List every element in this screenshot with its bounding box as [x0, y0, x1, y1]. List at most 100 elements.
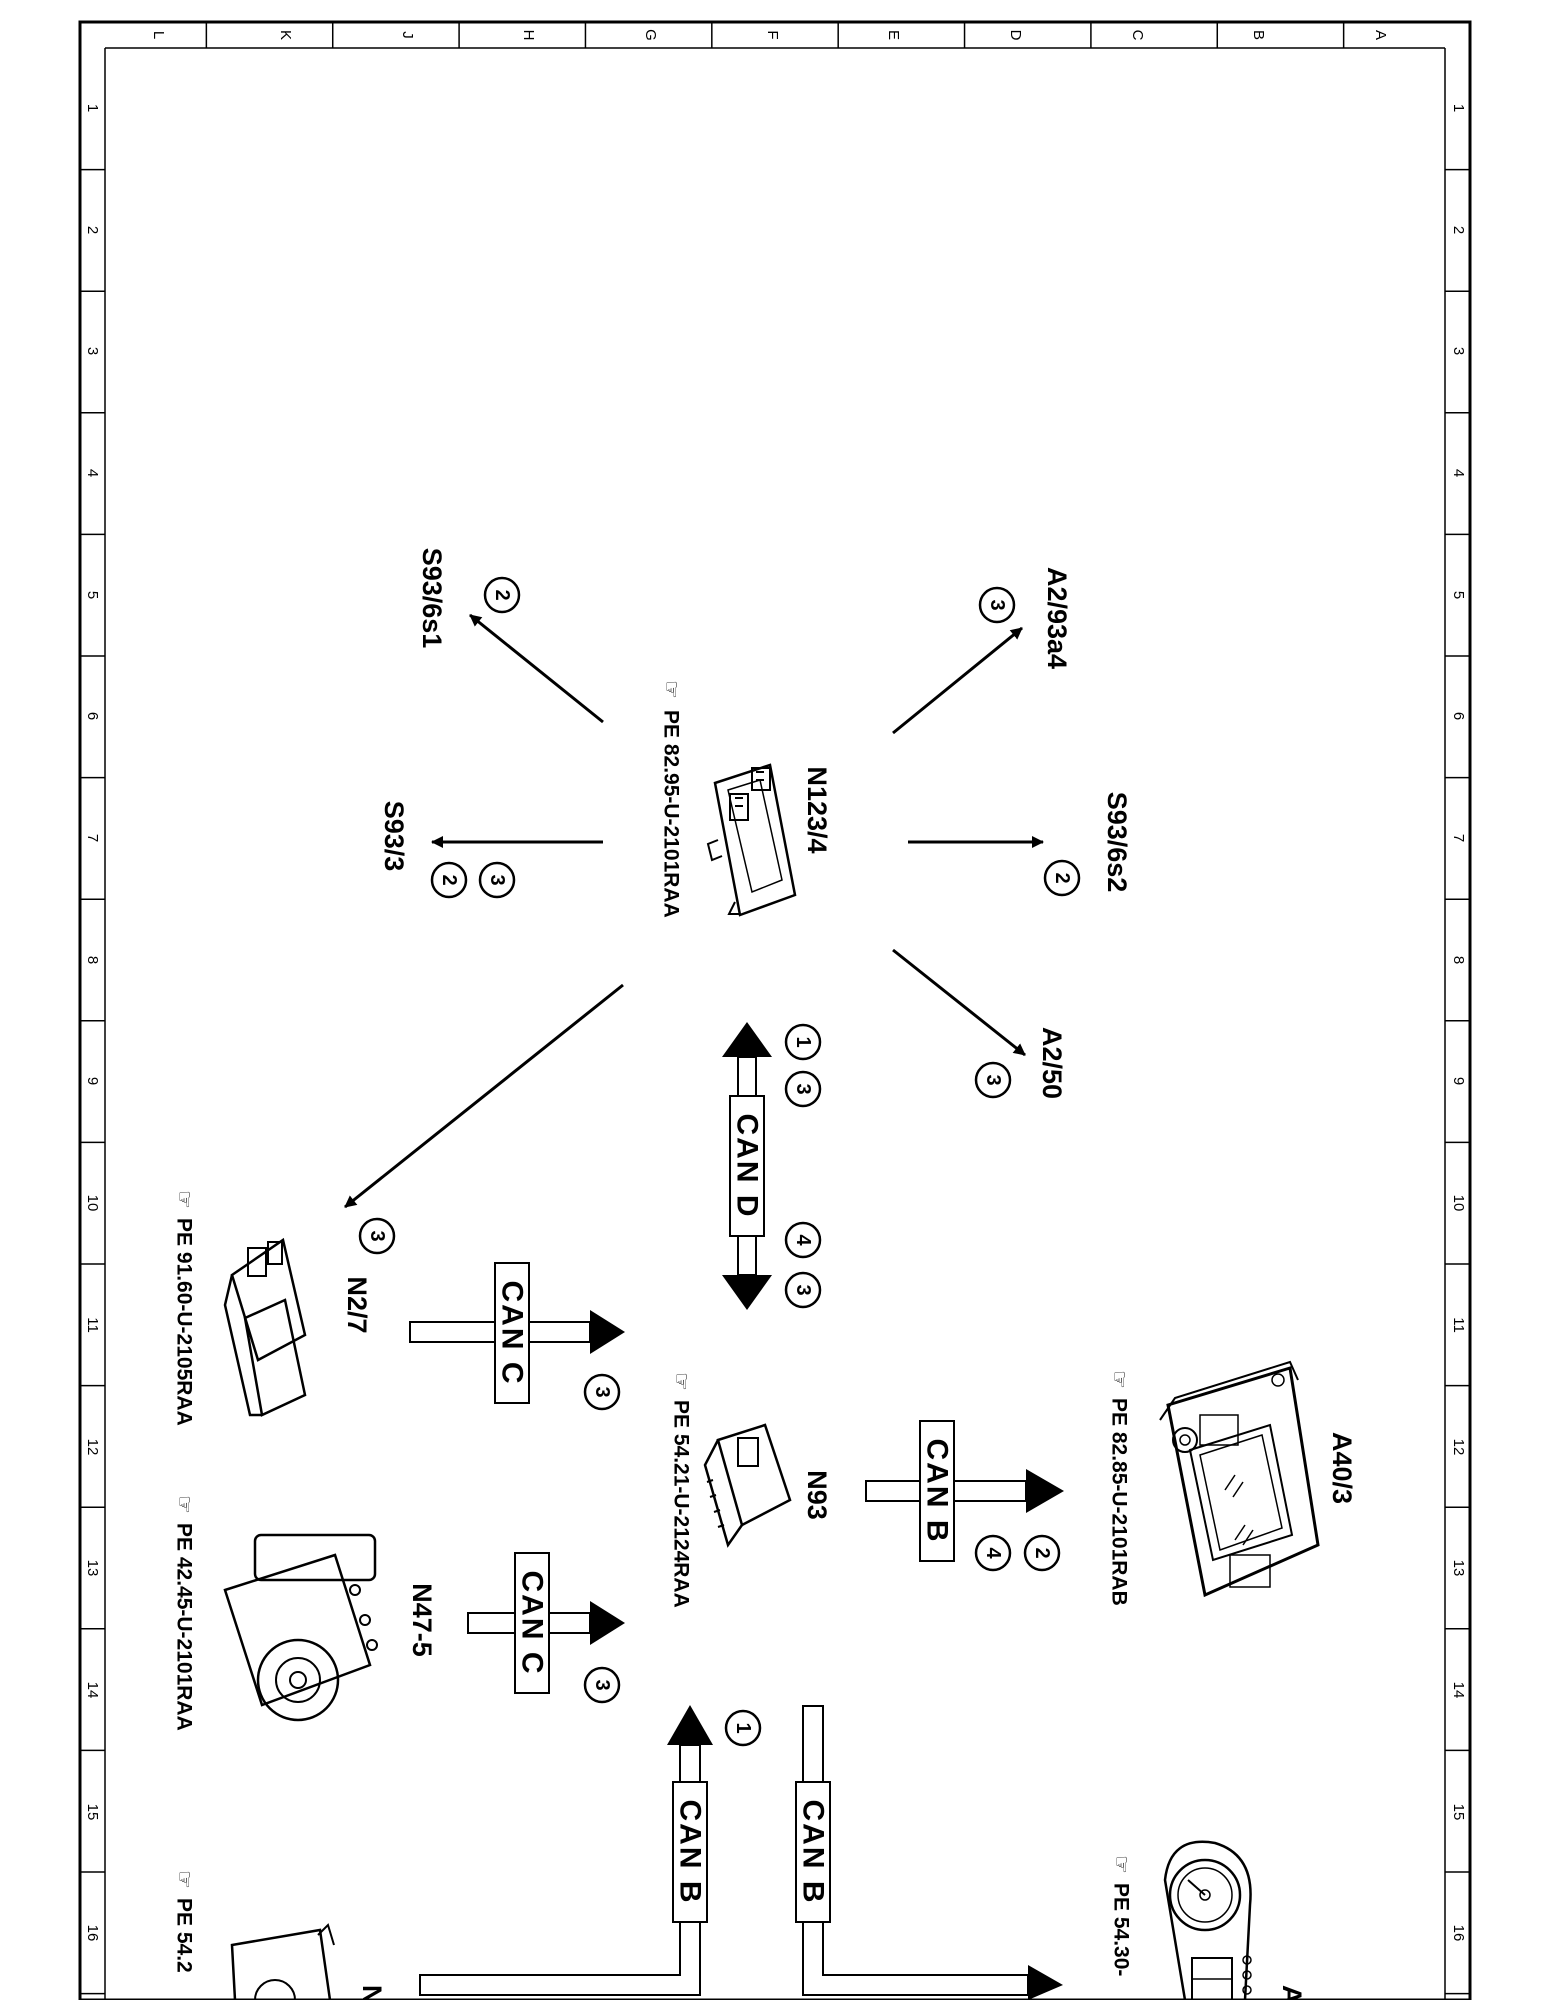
module-icon	[223, 1533, 378, 1722]
column-label: D	[1007, 30, 1024, 41]
row-label: 3	[84, 347, 101, 355]
n47-5-label: N47-5	[407, 1583, 437, 1657]
svg-text:2: 2	[491, 589, 513, 600]
pe-reference-a40-3: PE 82.85-U-2101RAB	[1107, 1398, 1130, 1606]
callout-can-d-bot-1: 4	[784, 1221, 822, 1259]
arrow-to-a2-93a4	[892, 626, 1023, 735]
callout-can-d-bot-2: 3	[784, 1271, 822, 1309]
row-label: 9	[84, 1077, 101, 1085]
a40-3-label: A40/3	[1327, 1432, 1357, 1504]
row-label: 8	[1450, 956, 1467, 964]
can-d-label: CAN D	[731, 1114, 764, 1219]
a40-3-module: A40/3 ☞ PE 82.85-U-2101RAB	[1107, 1360, 1357, 1606]
callout-can-c-top: 3	[583, 1373, 621, 1411]
can-b-label-left: CAN B	[674, 1800, 707, 1905]
can-d-bus: CAN D	[722, 1022, 772, 1310]
column-label: H	[520, 30, 537, 41]
row-label: 10	[84, 1195, 101, 1212]
can-b-label-a40: CAN B	[921, 1439, 954, 1544]
svg-text:4: 4	[982, 1547, 1004, 1559]
row-label: 7	[84, 834, 101, 842]
arrow-to-s93-6s1	[469, 613, 604, 724]
target-a2-93a4: A2/93a4	[1042, 567, 1072, 669]
can-c-label-top: CAN C	[496, 1281, 529, 1386]
row-label: 15	[1450, 1804, 1467, 1821]
callout-can-c-bottom: 3	[583, 1666, 621, 1704]
callout-s93-6s2: 2	[1043, 859, 1081, 897]
callout-a2-93a4: 3	[978, 586, 1016, 624]
pe-reference-a1: PE 54.30-	[1109, 1883, 1132, 1976]
row-label: 16	[1450, 1925, 1467, 1942]
target-a2-50: A2/50	[1037, 1027, 1067, 1099]
svg-text:3: 3	[486, 874, 508, 885]
row-label: 12	[1450, 1439, 1467, 1456]
svg-text:3: 3	[366, 1230, 388, 1241]
n7-module: N7 ☞ PE 54.2	[172, 1870, 387, 2000]
svg-text:3: 3	[591, 1679, 613, 1690]
row-labels-right: 1 2 3 4 5 6 7 8 9 10 11 12 13 14 15 16	[1450, 104, 1467, 1942]
target-s93-3: S93/3	[379, 801, 409, 872]
row-label: 7	[1450, 834, 1467, 842]
column-label: E	[885, 30, 902, 40]
row-label: 5	[84, 591, 101, 599]
svg-text:4: 4	[792, 1234, 814, 1246]
callout-can-b-a40-2: 4	[974, 1534, 1012, 1572]
pe-reference-n123-4: PE 82.95-U-2101RAA	[659, 710, 682, 918]
target-s93-6s2: S93/6s2	[1102, 792, 1132, 893]
module-icon	[1163, 1840, 1252, 2000]
svg-text:3: 3	[792, 1083, 814, 1094]
arrow-to-n2-7	[344, 983, 624, 1209]
callouts: 3 2 2 3 2 3 3 1 3 4 3 3 3 2 4 1	[358, 576, 1081, 1747]
pe-reference-n7: PE 54.2	[172, 1898, 195, 1973]
callout-can-d-top-1: 1	[784, 1023, 822, 1061]
row-label: 2	[1450, 226, 1467, 234]
callout-can-b-left: 1	[724, 1709, 762, 1747]
row-label: 3	[1450, 347, 1467, 355]
callout-can-d-top-2: 3	[784, 1070, 822, 1108]
row-label: 2	[84, 226, 101, 234]
column-label: G	[642, 29, 659, 41]
module-icon	[706, 763, 797, 917]
manual-reference-icon: ☞	[659, 680, 682, 699]
row-label: 10	[1450, 1195, 1467, 1212]
n7-label: N7	[357, 1985, 387, 2000]
row-label: 1	[1450, 104, 1467, 112]
row-label: 16	[84, 1925, 101, 1942]
pe-reference-n93: PE 54.21-U-2124RAA	[669, 1400, 692, 1608]
column-label: L	[150, 31, 167, 39]
row-label: 9	[1450, 1077, 1467, 1085]
manual-reference-icon: ☞	[1109, 1855, 1132, 1874]
row-label: 14	[84, 1682, 101, 1699]
column-label: A	[1372, 30, 1389, 40]
can-b-label-right: CAN B	[797, 1800, 830, 1905]
hub-connections	[344, 613, 1044, 1209]
n93-module: N93 ☞ PE 54.21-U-2124RAA	[669, 1372, 831, 1608]
svg-text:3: 3	[792, 1284, 814, 1295]
a1-module: A1 ☞ PE 54.30-	[1109, 1840, 1307, 2000]
callout-s93-3-b: 2	[430, 861, 468, 899]
row-label: 15	[84, 1804, 101, 1821]
svg-text:2: 2	[1051, 872, 1073, 883]
row-label: 11	[1450, 1317, 1467, 1333]
can-b-bus-a40: CAN B	[865, 1420, 1064, 1562]
row-label: 13	[1450, 1560, 1467, 1577]
can-c-bus-bottom: CAN C	[467, 1552, 625, 1694]
n123-4-module: N123/4 PE 82.95-U-2101RAA ☞	[659, 680, 831, 918]
callout-a2-50: 3	[974, 1061, 1012, 1099]
svg-text:1: 1	[732, 1722, 754, 1733]
module-icon	[223, 1237, 307, 1417]
module-icon	[230, 1923, 335, 2000]
drawing-frame	[78, 20, 1472, 2000]
svg-text:1: 1	[792, 1036, 814, 1047]
pe-reference-n47-5: PE 42.45-U-2101RAA	[172, 1523, 195, 1731]
row-label: 4	[84, 469, 101, 477]
svg-text:3: 3	[982, 1074, 1004, 1085]
can-b-bus-right: CAN B	[795, 1705, 1063, 2000]
n2-7-module: N2/7 ☞ PE 91.60-U-2105RAA	[172, 1190, 371, 1426]
row-labels-left: 1 2 3 4 5 6 7 8 9 10 11 12 13 14 15 16	[84, 104, 101, 1942]
can-c-bus-top: CAN C	[409, 1262, 625, 1404]
n2-7-label: N2/7	[342, 1276, 372, 1333]
column-label: F	[764, 30, 781, 39]
pe-reference-n2-7: PE 91.60-U-2105RAA	[172, 1218, 195, 1426]
callout-can-b-a40-1: 2	[1023, 1534, 1061, 1572]
